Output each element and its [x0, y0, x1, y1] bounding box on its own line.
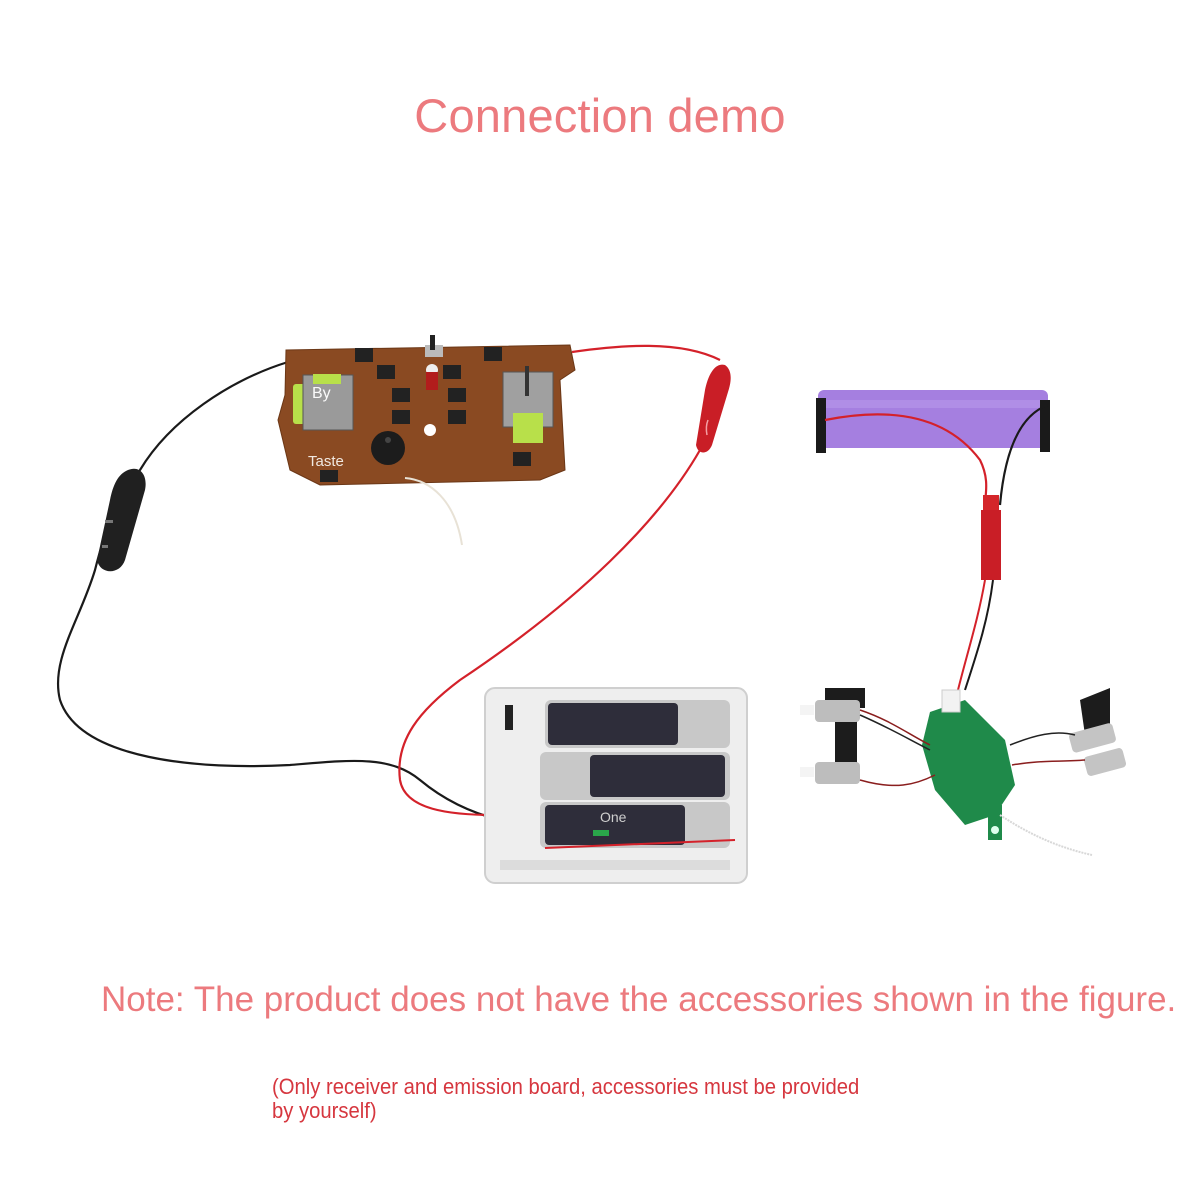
inline-switch	[97, 468, 146, 572]
sub-note-line-1: (Only receiver and emission board, acces…	[272, 1074, 860, 1099]
receiver-board[interactable]	[922, 689, 1093, 856]
battery-black-lead	[998, 403, 1049, 506]
sub-note: (Only receiver and emission board, acces…	[272, 1075, 934, 1123]
by-label: By	[312, 385, 331, 402]
li-ion-battery[interactable]	[816, 390, 1050, 453]
motor-right-pair	[1069, 688, 1127, 776]
sub-note-line-2: by yourself)	[272, 1098, 377, 1123]
jst-connector[interactable]	[981, 495, 1001, 580]
battery-brand-label: One	[600, 809, 627, 825]
battery-red-lead	[824, 413, 988, 506]
aa-battery-pack[interactable]: One	[484, 687, 748, 884]
motor-left-pair	[800, 688, 865, 784]
alligator-clip	[696, 364, 731, 453]
red-wire-long	[398, 449, 701, 820]
red-wire	[571, 344, 721, 361]
taste-label: Taste	[308, 453, 344, 470]
page-title: Connection demo	[414, 89, 786, 142]
black-wire	[56, 360, 501, 822]
disclaimer-note: Note: The product does not have the acce…	[101, 980, 1177, 1019]
transmitter-board: By Taste	[277, 335, 576, 546]
